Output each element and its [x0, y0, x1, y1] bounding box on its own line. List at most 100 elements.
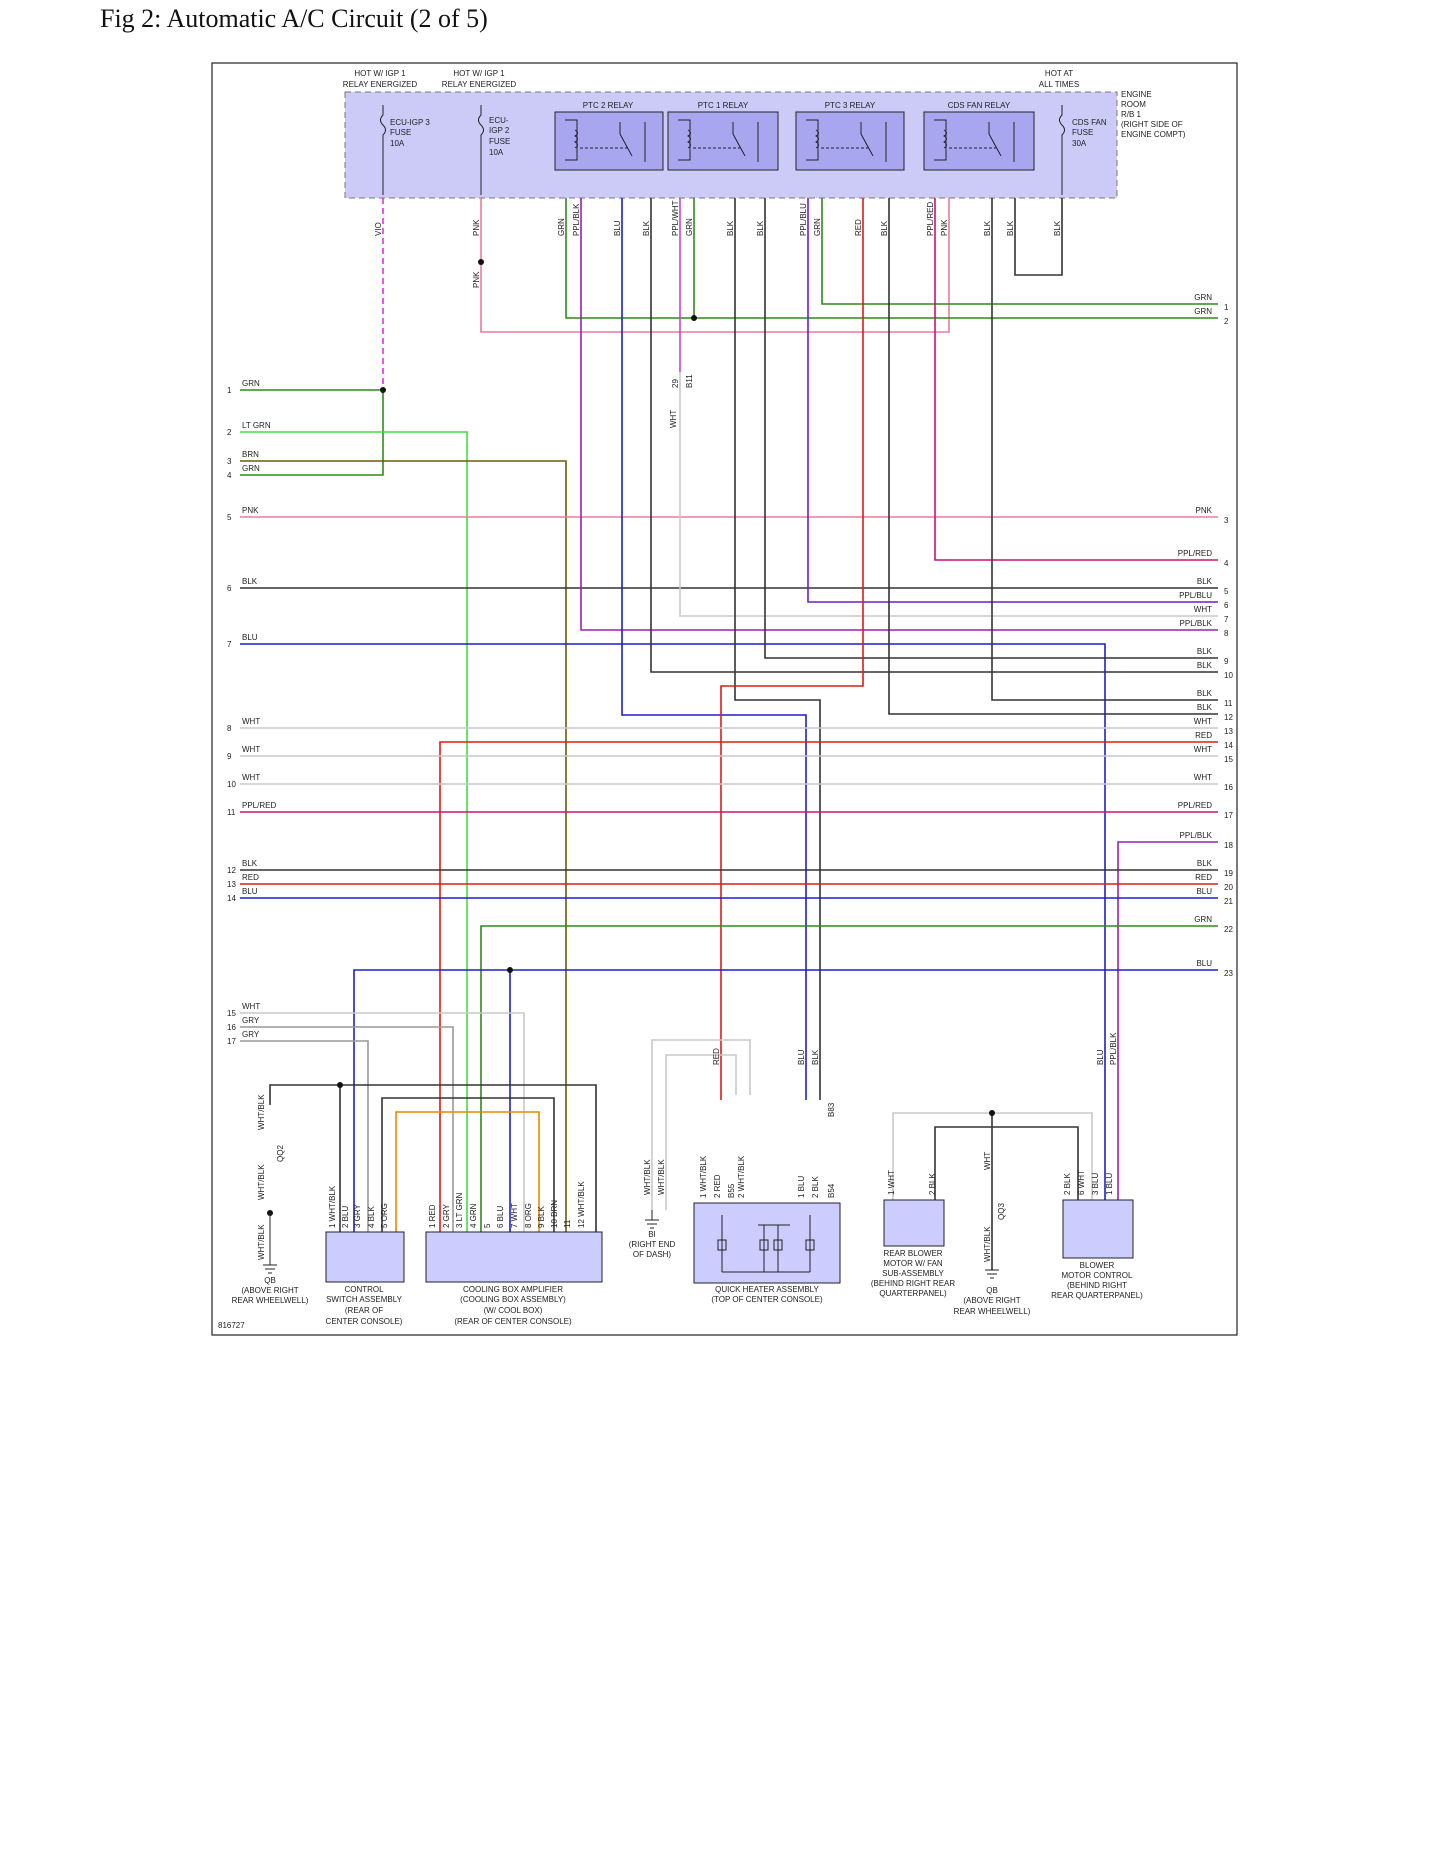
engine-room-label-line: R/B 1 — [1121, 110, 1142, 119]
heater-connectors: RED BLU BLK B83 B55 B54 BLU PPL/BLK — [712, 1032, 1118, 1198]
component-pin-label: 7 WHT — [510, 1203, 519, 1228]
wire-pplblk-18 — [1117, 841, 1218, 1090]
wire-pnk-igp2 — [480, 198, 950, 333]
wire-pplred-4 — [934, 198, 1218, 561]
ground-icon — [985, 1269, 999, 1279]
component-pin-label: 2 BLK — [811, 1176, 820, 1198]
left-line-number: 5 — [227, 513, 232, 522]
diagram-frame — [211, 62, 1238, 1336]
relay-label: PTC 2 RELAY — [583, 101, 634, 110]
right-line-number: 2 — [1224, 317, 1229, 326]
right-line-number: 10 — [1224, 671, 1233, 680]
component-label: CONTROL — [344, 1285, 384, 1294]
component-pin-label: 4 BLK — [367, 1206, 376, 1228]
junction-dot — [478, 259, 484, 265]
top-wire-label: PPL/WHT — [671, 200, 680, 236]
connector-label: B54 — [827, 1183, 836, 1198]
ground-bi: BI (RIGHT END OF DASH) WHT/BLK WHT/BLK — [629, 1159, 676, 1259]
engine-room-label-line: ENGINE — [1121, 90, 1152, 99]
wire-red-ptc3 — [720, 198, 864, 1100]
component-label: (BEHIND RIGHT — [1067, 1281, 1127, 1290]
component-label: QUICK HEATER ASSEMBLY — [715, 1285, 819, 1294]
left-line-wire-label: BLU — [242, 633, 258, 642]
fuse-label: IGP 2 — [489, 126, 510, 135]
ground-icon — [645, 1210, 659, 1229]
left-line-number: 12 — [227, 866, 236, 875]
rear-blower-motor — [883, 1199, 945, 1247]
right-line-wire-label: BLU — [1196, 887, 1212, 896]
wire-grn-22 — [480, 925, 1218, 1240]
right-line-number: 1 — [1224, 303, 1229, 312]
right-line-wire-label: RED — [1195, 731, 1212, 740]
top-wire-label: BLK — [983, 220, 992, 236]
component-label: (BEHIND RIGHT REAR — [871, 1279, 956, 1288]
component-label: MOTOR W/ FAN — [883, 1259, 943, 1268]
ground-label: QB — [986, 1286, 998, 1295]
left-line-wire-label: GRN — [242, 379, 260, 388]
wire-label: WHT — [983, 1152, 992, 1170]
hot-igp1-label: RELAY ENERGIZED — [343, 80, 418, 89]
right-line-number: 21 — [1224, 897, 1233, 906]
left-line-wire-label: WHT — [242, 773, 260, 782]
right-line-wire-label: GRN — [1194, 293, 1212, 302]
connector-label: QQ3 — [997, 1203, 1006, 1220]
top-wire-label: PPL/BLU — [799, 203, 808, 236]
right-line-number: 8 — [1224, 629, 1229, 638]
hot-all-times-label: ALL TIMES — [1039, 80, 1079, 89]
connector-label: B11 — [685, 374, 694, 388]
left-line-wire-label: BLK — [242, 859, 258, 868]
component-pin-label: 5 — [483, 1223, 492, 1228]
connector-pin: 29 — [671, 379, 680, 388]
junction-dot — [989, 1110, 995, 1116]
component-pin-label: 1 WHT/BLK — [699, 1155, 708, 1198]
top-wire-label: RED — [854, 219, 863, 236]
right-line-labels: 1GRN2GRN3PNK4PPL/RED5BLK6PPL/BLU7WHT8PPL… — [1178, 293, 1234, 978]
wire-blu-23 — [353, 969, 1218, 1240]
wire-blk-cs — [381, 1097, 555, 1240]
fuse-cds-fan: CDS FAN FUSE 30A — [1059, 105, 1107, 195]
wire-blk-rb — [934, 1126, 1079, 1200]
left-line-number: 8 — [227, 724, 232, 733]
component-pin-label: 6 BLU — [496, 1206, 505, 1228]
wire-blk-10 — [650, 198, 1218, 673]
relay-label: PTC 3 RELAY — [825, 101, 876, 110]
relay-switch — [732, 122, 759, 162]
quick-heater-label: QUICK HEATER ASSEMBLY (TOP OF CENTER CON… — [711, 1285, 823, 1304]
wire-pplblk-8 — [580, 198, 1218, 631]
wire-label: BLU — [1096, 1049, 1105, 1065]
wire-label: PPL/BLK — [1109, 1032, 1118, 1065]
left-line-wire-label: PPL/RED — [242, 801, 276, 810]
component-label: SWITCH ASSEMBLY — [326, 1295, 403, 1304]
ground-label: (RIGHT END — [629, 1240, 676, 1249]
relay-switch — [619, 122, 646, 162]
blower-control-label: BLOWER MOTOR CONTROL (BEHIND RIGHT REAR … — [1051, 1261, 1143, 1300]
ground-label: QB — [264, 1276, 276, 1285]
component-label: QUARTERPANEL) — [879, 1289, 947, 1298]
right-line-number: 18 — [1224, 841, 1233, 850]
component-label: (REAR OF — [345, 1306, 383, 1315]
component-pin-label: 1 BLU — [1105, 1173, 1114, 1195]
quick-heater-assembly — [693, 1202, 841, 1284]
wire-wht-7 — [679, 372, 1218, 617]
relay-body — [667, 111, 779, 171]
wire-label: WHT/BLK — [257, 1094, 266, 1130]
right-line-wire-label: BLK — [1197, 577, 1213, 586]
wire-label: WHT/BLK — [983, 1226, 992, 1262]
wire-red-14 — [439, 741, 1218, 1240]
relay-ptc3: PTC 3 RELAY — [795, 101, 905, 171]
wire-label: RED — [712, 1048, 721, 1065]
right-line-wire-label: RED — [1195, 873, 1212, 882]
component-label: (COOLING BOX ASSEMBLY) — [460, 1295, 566, 1304]
wire-wht-15 — [240, 1012, 525, 1240]
fuse-symbol — [478, 105, 484, 195]
left-line-wire-label: GRY — [242, 1016, 260, 1025]
fuse-ecu-igp3: ECU-IGP 3 FUSE 10A — [380, 105, 430, 195]
right-line-number: 14 — [1224, 741, 1233, 750]
component-pin-label: 3 BLU — [1091, 1173, 1100, 1195]
component-pin-label: 9 BLK — [537, 1206, 546, 1228]
wire-label: PNK — [472, 271, 481, 288]
